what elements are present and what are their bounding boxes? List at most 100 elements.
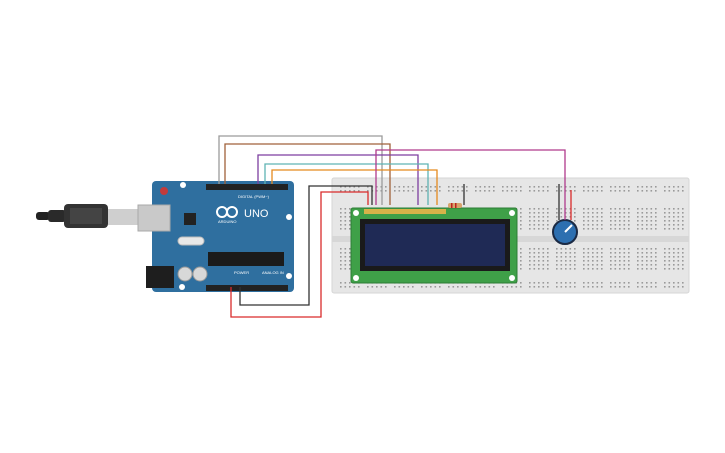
- breadboard-hole: [655, 186, 657, 188]
- breadboard-hole: [641, 252, 644, 254]
- lcd-pins[interactable]: [364, 209, 446, 214]
- breadboard-hole: [583, 208, 585, 210]
- breadboard-hole: [403, 190, 405, 192]
- breadboard-hole: [538, 208, 540, 210]
- breadboard-hole: [592, 212, 594, 214]
- breadboard-hole: [542, 256, 545, 258]
- breadboard-hole: [628, 212, 630, 214]
- potentiometer-knob-icon[interactable]: [552, 219, 578, 245]
- breadboard-hole: [529, 224, 531, 226]
- breadboard-hole: [614, 282, 617, 284]
- breadboard-hole: [461, 190, 464, 192]
- breadboard-hole: [452, 190, 455, 192]
- breadboard-hole: [646, 286, 648, 288]
- breadboard-hole: [538, 286, 540, 288]
- breadboard-hole: [592, 248, 594, 250]
- breadboard-hole: [560, 256, 563, 258]
- breadboard-hole: [596, 286, 599, 288]
- breadboard-hole: [623, 248, 626, 250]
- breadboard-hole: [664, 186, 666, 188]
- breadboard-hole: [655, 286, 657, 288]
- breadboard-hole: [682, 264, 684, 266]
- breadboard-hole: [556, 256, 558, 258]
- breadboard-hole: [542, 268, 545, 270]
- breadboard-hole: [601, 190, 603, 192]
- breadboard-hole: [349, 282, 351, 284]
- breadboard-hole: [569, 216, 572, 218]
- wires[interactable]: [218, 135, 572, 318]
- resistor[interactable]: [448, 203, 462, 208]
- breadboard-hole: [344, 228, 347, 230]
- arduino-uno-board[interactable]: UNO ARDUINO DIGITAL (PWM~) POWER ANALOG …: [137, 181, 294, 292]
- reset-button[interactable]: [160, 187, 168, 195]
- breadboard-hole: [677, 212, 680, 214]
- breadboard-hole: [601, 260, 603, 262]
- lcd-screen: [365, 224, 505, 266]
- breadboard-hole: [673, 208, 675, 210]
- breadboard-hole: [646, 208, 648, 210]
- breadboard-hole: [538, 252, 540, 254]
- breadboard-hole: [596, 190, 599, 192]
- breadboard-hole: [547, 216, 549, 218]
- breadboard-hole: [349, 260, 351, 262]
- breadboard-hole: [569, 256, 572, 258]
- breadboard-hole: [628, 190, 630, 192]
- breadboard-hole: [569, 268, 572, 270]
- atmega-chip: [208, 252, 284, 266]
- breadboard-hole: [538, 268, 540, 270]
- breadboard-hole: [601, 286, 603, 288]
- breadboard-hole: [637, 228, 639, 230]
- wire-brown[interactable]: [224, 143, 391, 205]
- breadboard-hole: [344, 248, 347, 250]
- breadboard-hole: [610, 252, 612, 254]
- breadboard-hole: [569, 286, 572, 288]
- breadboard-hole: [673, 224, 675, 226]
- breadboard-hole: [682, 282, 684, 284]
- breadboard-hole: [520, 220, 522, 222]
- breadboard-hole: [529, 256, 531, 258]
- wire-red-power[interactable]: [230, 191, 369, 318]
- lcd-16x2[interactable]: [350, 207, 518, 284]
- breadboard-hole: [614, 256, 617, 258]
- breadboard-hole: [565, 256, 567, 258]
- breadboard-hole: [592, 220, 594, 222]
- breadboard-hole: [340, 256, 342, 258]
- breadboard-hole: [614, 252, 617, 254]
- power-analog-header[interactable]: [206, 285, 288, 291]
- wire-teal[interactable]: [264, 163, 429, 205]
- breadboard-hole: [547, 252, 549, 254]
- breadboard-hole: [515, 186, 518, 188]
- breadboard-hole: [655, 248, 657, 250]
- breadboard-hole: [587, 256, 590, 258]
- breadboard-hole: [682, 228, 684, 230]
- breadboard-hole: [533, 264, 536, 266]
- breadboard-hole: [520, 208, 522, 210]
- breadboard-hole: [533, 228, 536, 230]
- breadboard-hole: [538, 260, 540, 262]
- breadboard-hole: [664, 224, 666, 226]
- wire-purple[interactable]: [257, 154, 419, 205]
- breadboard-hole: [407, 186, 410, 188]
- breadboard-hole: [664, 248, 666, 250]
- breadboard-hole: [601, 228, 603, 230]
- breadboard-hole: [349, 186, 351, 188]
- breadboard-hole: [646, 252, 648, 254]
- breadboard-hole: [673, 248, 675, 250]
- breadboard-hole: [596, 228, 599, 230]
- breadboard-hole: [430, 186, 432, 188]
- breadboard-hole: [349, 286, 351, 288]
- breadboard-hole: [574, 282, 576, 284]
- wire-magenta-lcd[interactable]: [375, 149, 566, 220]
- digital-header[interactable]: [206, 184, 288, 190]
- breadboard-hole: [538, 224, 540, 226]
- breadboard-hole: [547, 212, 549, 214]
- usb-cable-icon[interactable]: [36, 204, 138, 228]
- breadboard-hole: [650, 260, 653, 262]
- breadboard-hole: [583, 248, 585, 250]
- breadboard-hole: [398, 286, 401, 288]
- wire-orange[interactable]: [271, 169, 438, 205]
- wire-black-ground[interactable]: [239, 185, 373, 306]
- breadboard-hole: [628, 208, 630, 210]
- breadboard-hole: [583, 282, 585, 284]
